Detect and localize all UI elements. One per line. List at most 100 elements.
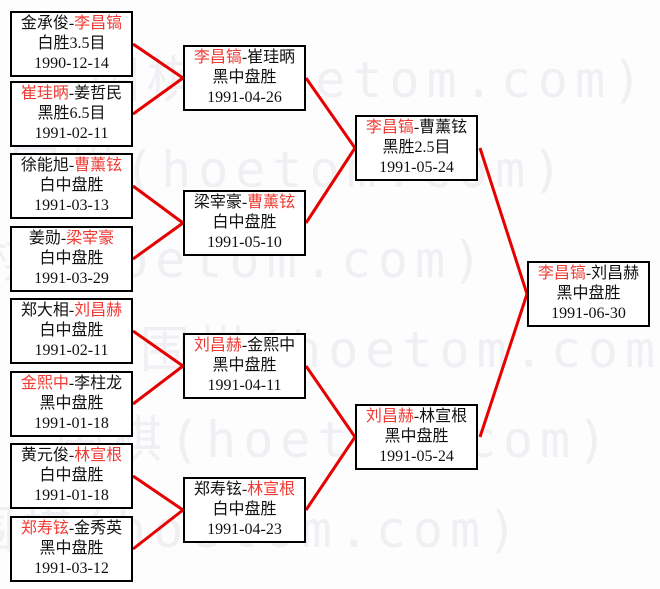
vs-dash: - <box>241 337 248 354</box>
player-name: 刘昌赫 <box>193 337 242 354</box>
player-name: 林宣根 <box>419 408 468 425</box>
vs-dash: - <box>241 194 248 211</box>
match-date: 1991-05-10 <box>207 234 282 251</box>
vs-dash: - <box>68 85 75 102</box>
player-name: 李昌镐 <box>193 49 242 66</box>
player-name: 崔珪昞 <box>247 49 296 66</box>
vs-dash: - <box>68 520 75 537</box>
vs-dash: - <box>68 447 75 464</box>
match-players: 刘昌赫-金熙中 <box>185 336 304 356</box>
player-name: 刘昌赫 <box>591 265 640 282</box>
match-date: 1991-05-24 <box>379 159 454 176</box>
player-name: 崔珪昞 <box>20 85 69 102</box>
match-date: 1991-02-11 <box>34 342 109 359</box>
vs-dash: - <box>68 15 75 32</box>
match-date: 1990-12-14 <box>34 55 109 72</box>
player-name: 梁宰豪 <box>66 230 115 247</box>
player-name: 刘昌赫 <box>74 302 123 319</box>
match-players: 崔珪昞-姜哲民 <box>12 84 131 104</box>
match-players: 徐能旭-曹薰铉 <box>12 156 131 176</box>
player-name: 姜哲民 <box>74 85 123 102</box>
match-players: 金熙中-李柱龙 <box>12 374 131 394</box>
player-name: 郑寿铉 <box>193 481 242 498</box>
match-players: 姜勋-梁宰豪 <box>12 229 131 249</box>
match-players: 李昌镐-曹薰铉 <box>357 118 476 138</box>
match-box: 李昌镐-曹薰铉 黑胜2.5目 1991-05-24 <box>355 115 478 181</box>
match-box: 刘昌赫-林宣根 黑中盘胜 1991-05-24 <box>355 404 478 470</box>
match-date: 1991-03-29 <box>34 270 109 287</box>
vs-dash: - <box>60 230 67 247</box>
match-players: 金承俊-李昌镐 <box>12 14 131 34</box>
player-name: 徐能旭 <box>20 157 69 174</box>
match-result: 白中盘胜 <box>39 467 104 484</box>
vs-dash: - <box>68 375 75 392</box>
match-date: 1991-06-30 <box>551 305 626 322</box>
player-name: 梁宰豪 <box>193 194 242 211</box>
match-date: 1991-01-18 <box>34 487 109 504</box>
match-players: 李昌镐-崔珪昞 <box>185 48 304 68</box>
match-result: 黑中盘胜 <box>212 357 277 374</box>
player-name: 李昌镐 <box>74 15 123 32</box>
match-box: 郑寿铉-林宣根 白中盘胜 1991-04-23 <box>183 477 306 543</box>
match-box: 郑寿铉-金秀英 黑中盘胜 1991-03-12 <box>10 516 133 582</box>
match-date: 1991-03-13 <box>34 197 109 214</box>
match-date: 1991-05-24 <box>379 448 454 465</box>
vs-dash: - <box>68 157 75 174</box>
match-date: 1991-04-26 <box>207 89 282 106</box>
vs-dash: - <box>241 481 248 498</box>
match-players: 郑大相-刘昌赫 <box>12 301 131 321</box>
match-result: 黑胜2.5目 <box>382 139 451 156</box>
match-players: 郑寿铉-金秀英 <box>12 519 131 539</box>
player-name: 姜勋 <box>28 230 61 247</box>
match-date: 1991-04-11 <box>207 377 282 394</box>
match-players: 郑寿铉-林宣根 <box>185 480 304 500</box>
player-name: 李昌镐 <box>537 265 586 282</box>
vs-dash: - <box>68 302 75 319</box>
player-name: 李柱龙 <box>74 375 123 392</box>
player-name: 曹薰铉 <box>74 157 123 174</box>
match-date: 1991-01-18 <box>34 415 109 432</box>
match-box: 刘昌赫-金熙中 黑中盘胜 1991-04-11 <box>183 333 306 399</box>
player-name: 郑寿铉 <box>20 520 69 537</box>
player-name: 林宣根 <box>247 481 296 498</box>
player-name: 金熙中 <box>247 337 296 354</box>
vs-dash: - <box>413 408 420 425</box>
match-box: 金熙中-李柱龙 黑中盘胜 1991-01-18 <box>10 371 133 437</box>
player-name: 金熙中 <box>20 375 69 392</box>
match-result: 黑中盘胜 <box>384 428 449 445</box>
player-name: 曹薰铉 <box>419 119 468 136</box>
player-name: 郑大相 <box>20 302 69 319</box>
player-name: 黄元俊 <box>20 447 69 464</box>
match-box: 黄元俊-林宣根 白中盘胜 1991-01-18 <box>10 443 133 509</box>
player-name: 曹薰铉 <box>247 194 296 211</box>
match-result: 黑中盘胜 <box>39 395 104 412</box>
match-date: 1991-03-12 <box>34 560 109 577</box>
match-players: 黄元俊-林宣根 <box>12 446 131 466</box>
player-name: 刘昌赫 <box>365 408 414 425</box>
match-result: 黑中盘胜 <box>39 540 104 557</box>
match-players: 李昌镐-刘昌赫 <box>529 264 648 284</box>
match-result: 白中盘胜 <box>212 214 277 231</box>
match-result: 白中盘胜 <box>39 250 104 267</box>
match-date: 1991-02-11 <box>34 125 109 142</box>
match-box: 郑大相-刘昌赫 白中盘胜 1991-02-11 <box>10 298 133 364</box>
match-box: 李昌镐-刘昌赫 黑中盘胜 1991-06-30 <box>527 261 650 327</box>
match-result: 白胜3.5目 <box>37 35 106 52</box>
match-players: 梁宰豪-曹薰铉 <box>185 193 304 213</box>
player-name: 林宣根 <box>74 447 123 464</box>
vs-dash: - <box>241 49 248 66</box>
match-box: 梁宰豪-曹薰铉 白中盘胜 1991-05-10 <box>183 190 306 256</box>
match-result: 白中盘胜 <box>39 177 104 194</box>
match-players: 刘昌赫-林宣根 <box>357 407 476 427</box>
match-result: 白中盘胜 <box>212 501 277 518</box>
match-box: 崔珪昞-姜哲民 黑胜6.5目 1991-02-11 <box>10 81 133 147</box>
match-result: 黑中盘胜 <box>556 285 621 302</box>
match-box: 金承俊-李昌镐 白胜3.5目 1990-12-14 <box>10 11 133 77</box>
match-box: 姜勋-梁宰豪 白中盘胜 1991-03-29 <box>10 226 133 292</box>
vs-dash: - <box>585 265 592 282</box>
match-box: 李昌镐-崔珪昞 黑中盘胜 1991-04-26 <box>183 45 306 111</box>
match-result: 黑中盘胜 <box>212 69 277 86</box>
match-result: 白中盘胜 <box>39 322 104 339</box>
